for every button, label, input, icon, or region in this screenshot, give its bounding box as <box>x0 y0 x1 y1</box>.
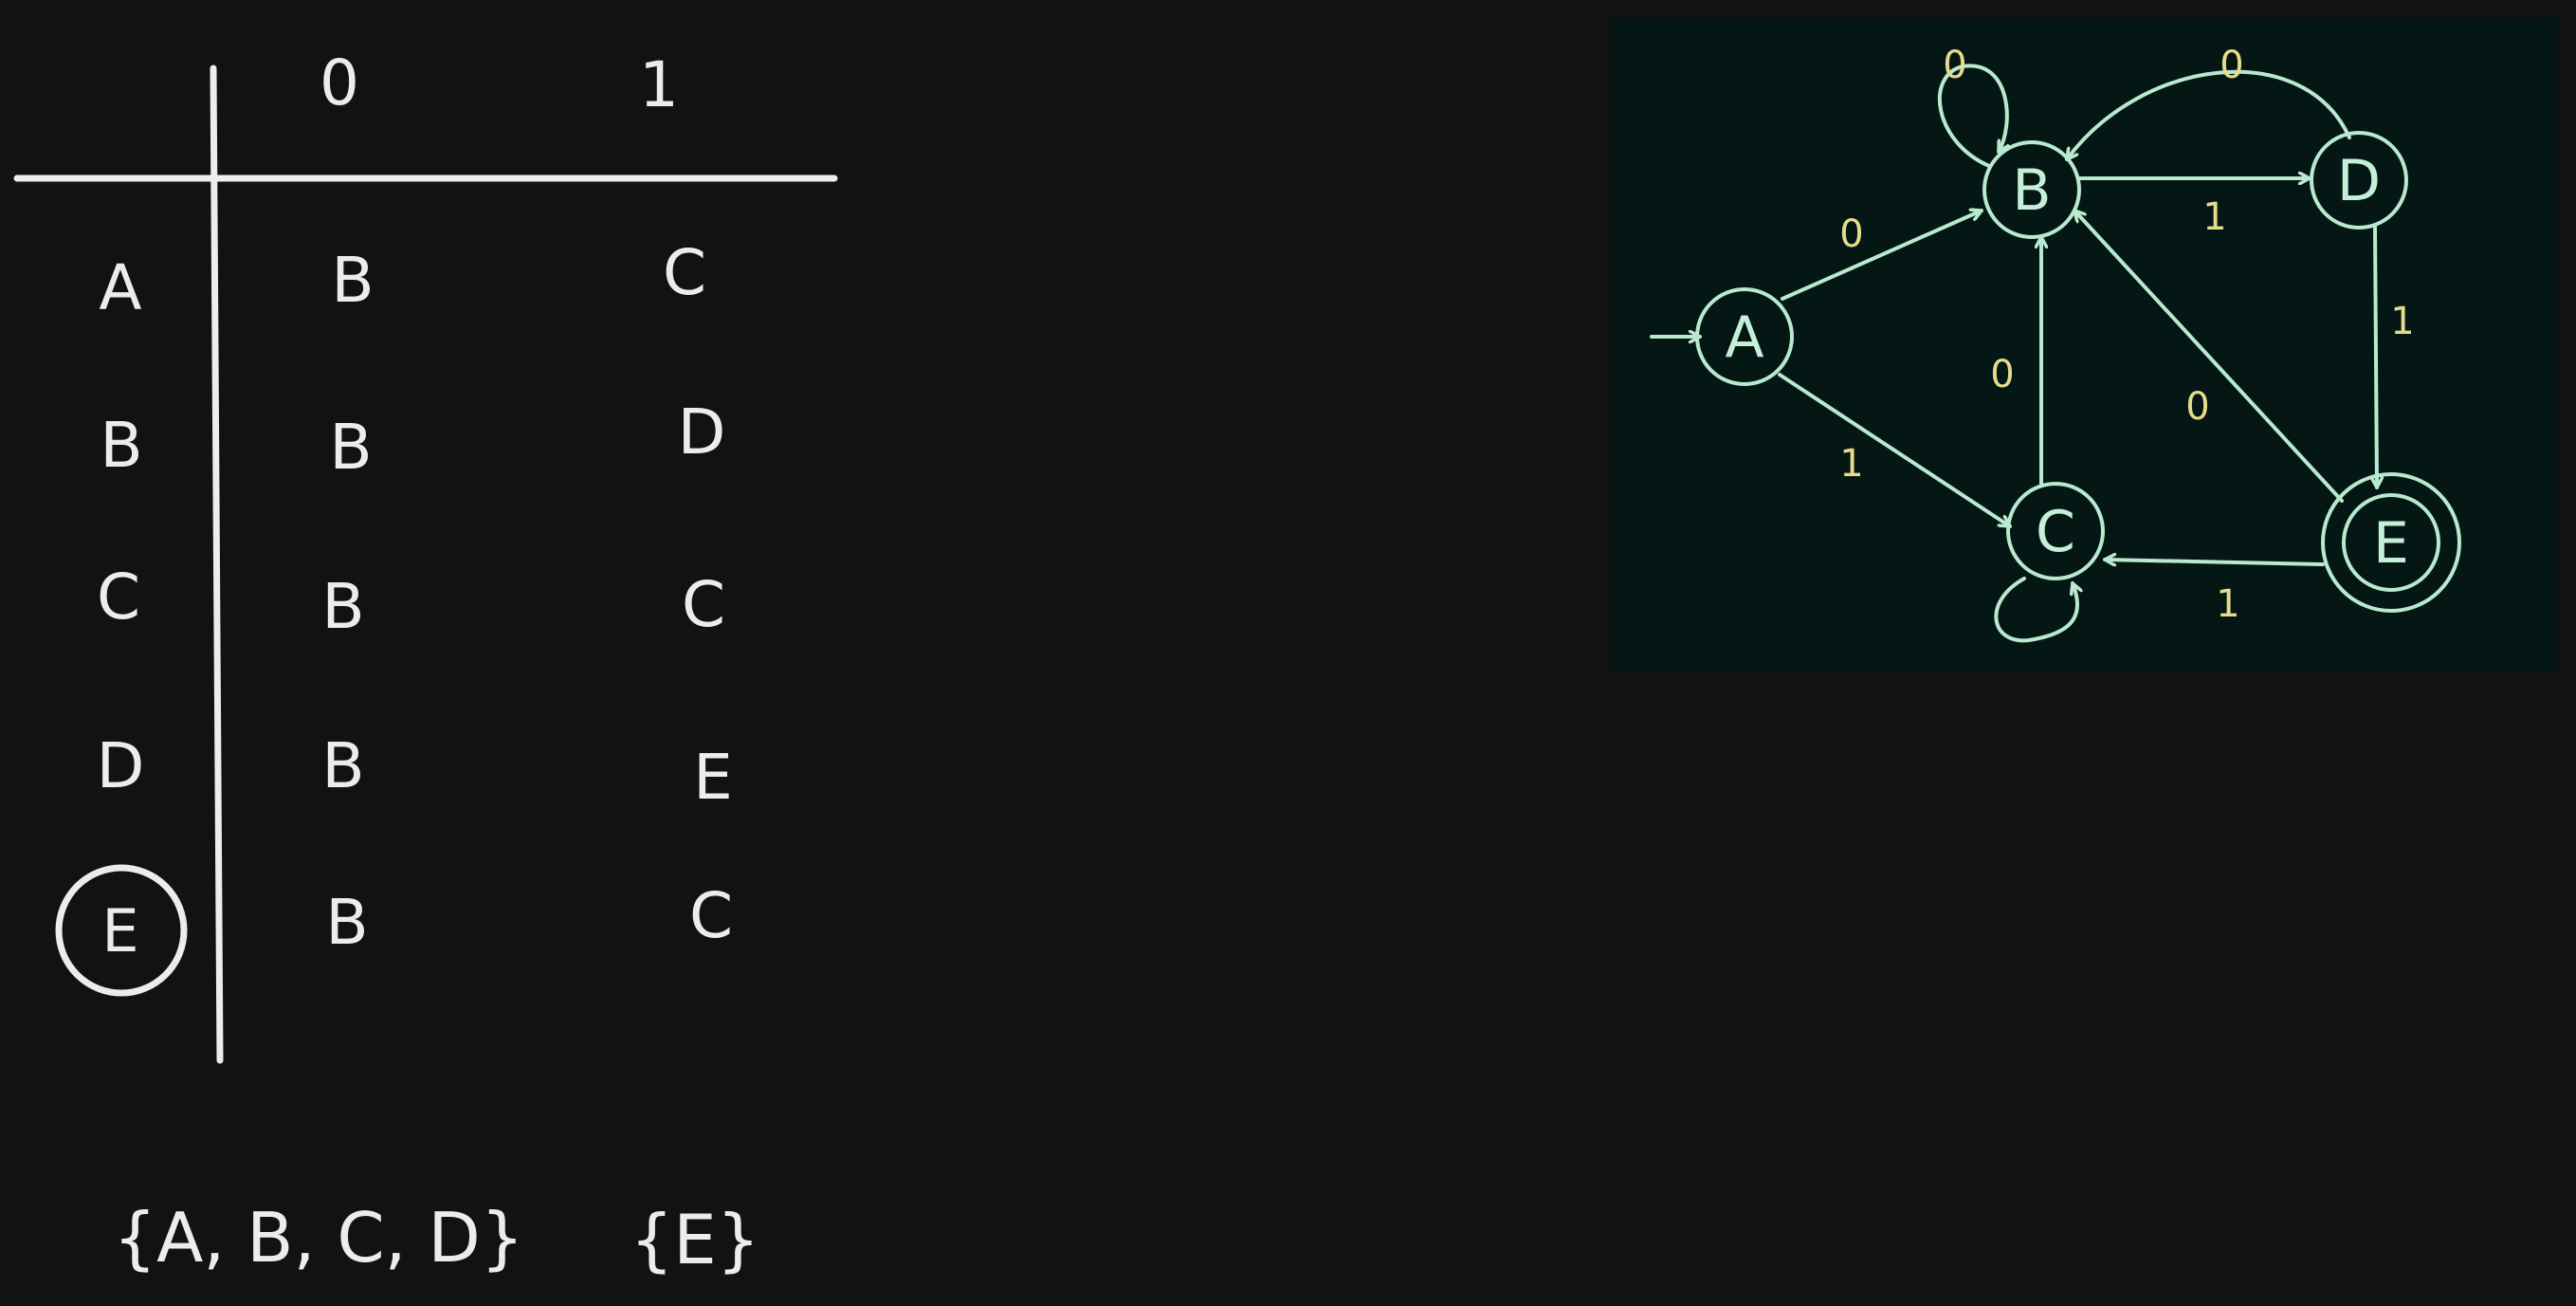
label-c-to-b: 0 <box>1990 353 2014 396</box>
table-row: D B E <box>97 729 733 814</box>
edge-e-to-c <box>2103 560 2325 564</box>
partition-final-set: {E} <box>630 1200 759 1279</box>
state-c-ring <box>2006 482 2105 580</box>
state-c-label: C <box>2036 499 2075 565</box>
state-b-ring <box>1982 140 2081 239</box>
label-d-to-e: 1 <box>2390 300 2414 343</box>
label-b-to-d: 1 <box>2202 195 2226 239</box>
label-d-to-b: 0 <box>2220 44 2243 87</box>
state-d: D <box>2310 131 2408 230</box>
edge-a-to-c <box>1778 373 2012 528</box>
table-vertical-divider <box>210 64 224 1064</box>
row-state-label: E <box>101 896 138 966</box>
row-next-on-1: C <box>682 568 725 641</box>
label-b-self-loop: 0 <box>1943 44 1966 87</box>
row-next-on-0: B <box>321 570 364 643</box>
column-header-0: 0 <box>320 46 359 120</box>
row-next-on-1: D <box>678 395 726 469</box>
row-next-on-0: B <box>329 411 372 484</box>
edge-e-to-b <box>2073 209 2344 503</box>
state-a: A <box>1695 287 1794 386</box>
row-next-on-1: E <box>693 741 733 814</box>
state-c: C <box>2006 482 2105 580</box>
table-row: C B C <box>97 561 725 643</box>
transition-table: 0 1 A B C B B D C B C D B E E B C <box>13 46 838 1064</box>
column-header-1: 1 <box>639 48 679 121</box>
row-next-on-1: C <box>663 236 706 309</box>
edge-b-self-loop <box>1937 64 2007 168</box>
edge-d-to-b <box>2065 69 2351 161</box>
row-state-label: C <box>97 561 140 634</box>
state-b: B <box>1982 140 2081 239</box>
state-e-outer-ring <box>2321 472 2461 613</box>
row-state-label: B <box>100 409 142 482</box>
edge-d-to-e <box>2375 226 2377 489</box>
label-a-to-b: 0 <box>1839 212 1863 256</box>
label-e-to-b: 0 <box>2185 385 2209 429</box>
state-e-inner-ring <box>2342 493 2440 592</box>
dfa-diagram: A B C D E 0 1 0 0 1 0 0 1 1 <box>1609 17 2557 671</box>
state-e-label: E <box>2373 510 2409 577</box>
diagram-panel <box>1609 17 2557 671</box>
label-a-to-c: 1 <box>1839 442 1863 486</box>
row-state-label: D <box>97 729 145 802</box>
label-e-to-c: 1 <box>2216 582 2239 626</box>
partition-non-final-set: {A, B, C, D} <box>113 1198 523 1278</box>
state-a-label: A <box>1725 304 1763 371</box>
edge-c-self-loop <box>1994 577 2077 643</box>
state-a-ring <box>1695 287 1794 386</box>
row-next-on-0: B <box>325 886 368 959</box>
edge-a-to-b <box>1781 211 1983 301</box>
row-next-on-1: C <box>689 879 733 952</box>
state-d-label: D <box>2337 148 2381 214</box>
state-e: E <box>2321 472 2461 613</box>
state-d-ring <box>2310 131 2408 230</box>
row-state-label: A <box>99 251 141 324</box>
row-next-on-0: B <box>331 244 374 317</box>
state-b-label: B <box>2012 157 2051 224</box>
table-row: A B C <box>99 236 706 324</box>
table-row: E B C <box>55 864 733 997</box>
table-row: B B D <box>100 395 725 484</box>
final-state-circle <box>55 864 188 997</box>
row-next-on-0: B <box>321 729 364 802</box>
